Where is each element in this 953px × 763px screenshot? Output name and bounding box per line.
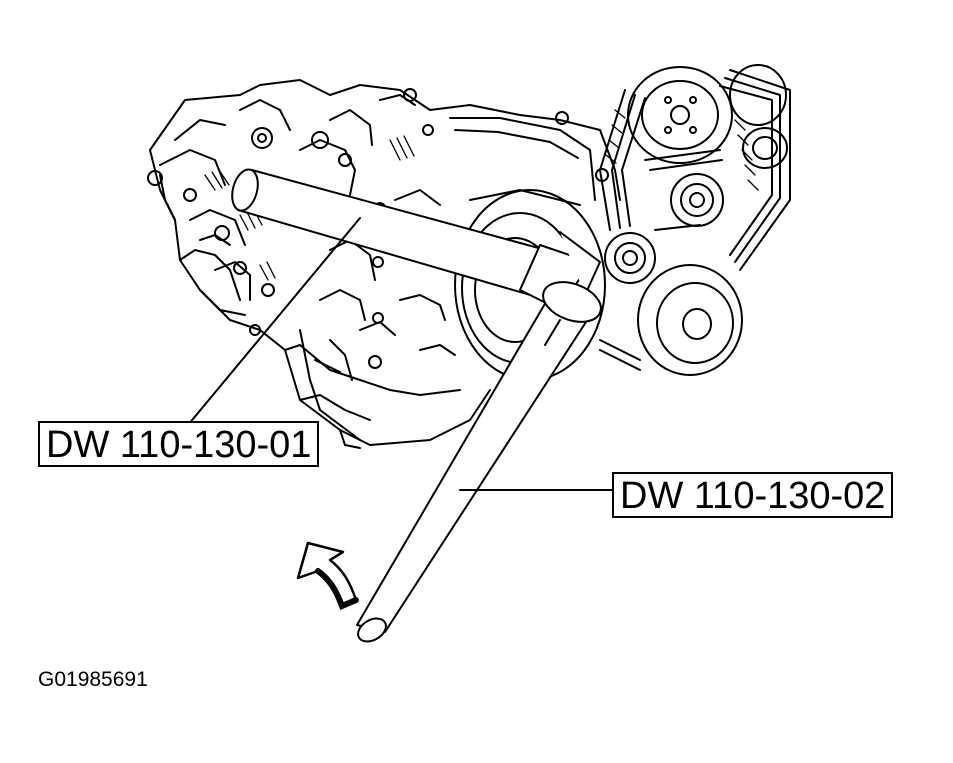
tool-callout-holding-bar: DW 110-130-01 (38, 421, 320, 467)
holding-bar-tool (231, 168, 601, 311)
long-handle-tool (356, 281, 602, 643)
tool-callout-handle: DW 110-130-02 (612, 472, 894, 518)
leader-line-1 (187, 217, 361, 426)
engine-block-outline (147, 79, 621, 449)
rotation-direction-arrow-icon (296, 541, 359, 610)
figure-id: G01985691 (38, 668, 148, 691)
accessory-drive (599, 64, 791, 376)
